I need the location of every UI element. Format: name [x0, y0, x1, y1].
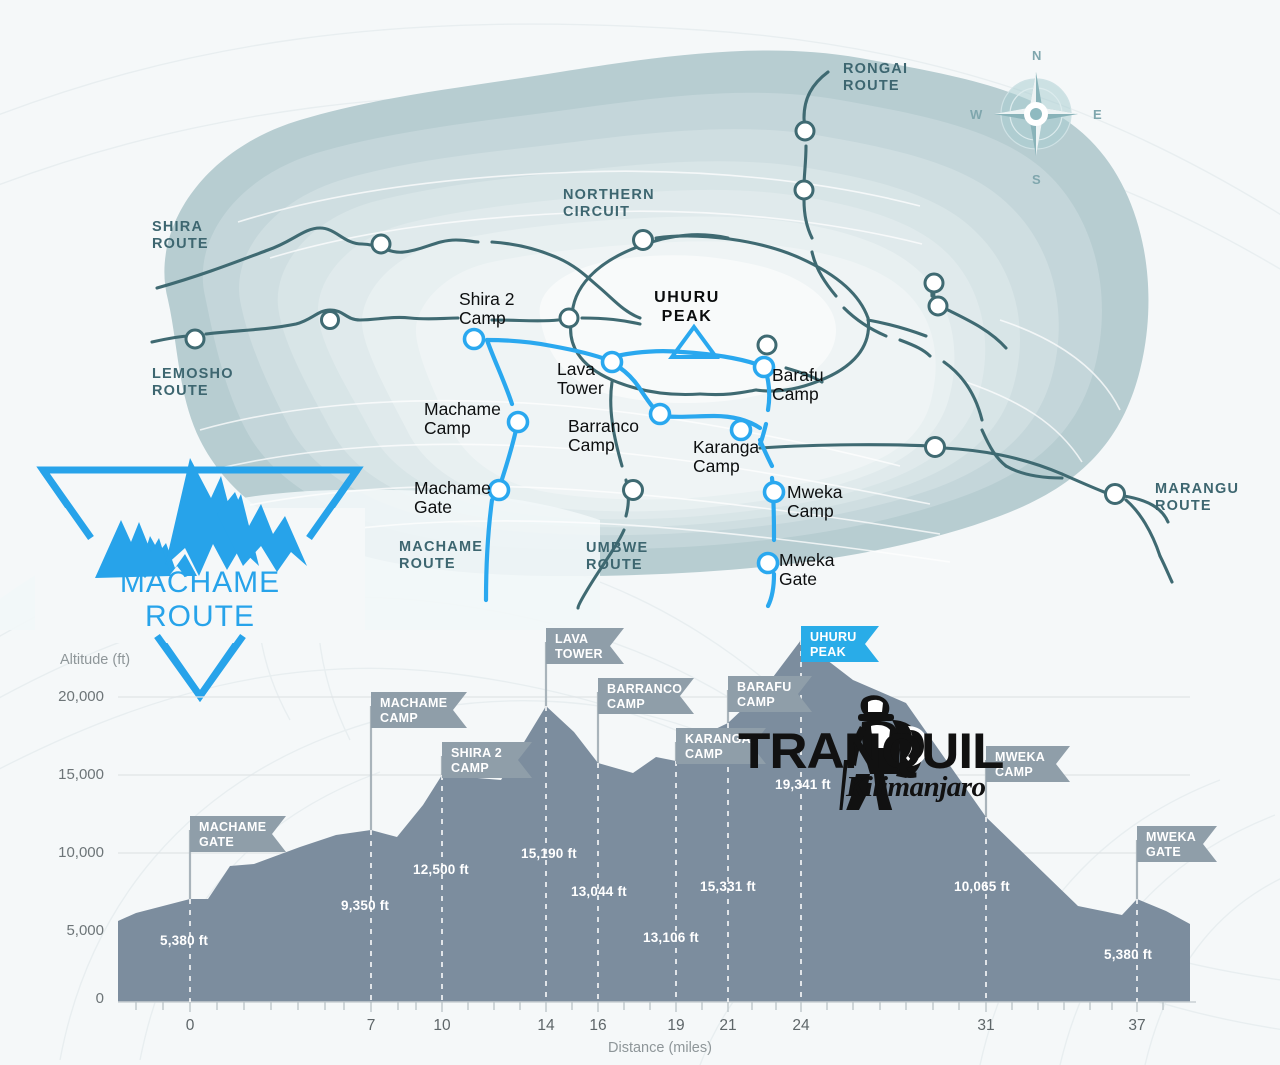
- chart-x-tick-0: 0: [185, 1017, 195, 1034]
- elevation-label-mweka-gate: 5,380 ft: [1104, 947, 1153, 962]
- chart-flag-uhuru-peak[interactable]: UHURU PEAK: [801, 626, 879, 662]
- watermark-brand-bottom: Kilimanjaro: [846, 771, 986, 803]
- map-camp-label-shira-2: Shira 2 Camp: [459, 289, 515, 328]
- chart-flag-label: MWEKA GATE: [1146, 830, 1197, 859]
- chart-x-tick-16: 16: [589, 1017, 607, 1034]
- map-route-nodes: [184, 120, 1126, 575]
- hiker-silhouette-icon: [839, 695, 928, 816]
- map-camp-label-mweka-camp: Mweka Camp: [787, 482, 843, 521]
- flag-shape: [728, 676, 812, 712]
- chart-flag-label: SHIRA 2 CAMP: [451, 746, 502, 775]
- flag-shape: [190, 816, 286, 852]
- map-camp-label-machame-camp: Machame Camp: [424, 399, 501, 438]
- chart-flag-karanga-camp[interactable]: KARANGA CAMP: [676, 728, 766, 764]
- compass-label-east: E: [1093, 107, 1102, 122]
- uhuru-peak-marker: [668, 323, 720, 359]
- chart-minor-ticks: [135, 1002, 1164, 1012]
- compass-label-west: W: [970, 107, 983, 122]
- chart-y-axis-title: Altitude (ft): [60, 652, 131, 668]
- flag-shape: [1137, 826, 1217, 862]
- chart-x-tick-19: 19: [667, 1017, 685, 1034]
- chart-flag-label: UHURU PEAK: [810, 630, 857, 659]
- elevation-label-barranco-camp: 13,044 ft: [571, 884, 627, 899]
- chart-x-tick-14: 14: [537, 1017, 555, 1034]
- chart-y-tick-20000: 20,000: [58, 688, 104, 705]
- flag-shape: [546, 628, 624, 664]
- elevation-label-uhuru-peak: 19,341 ft: [775, 777, 831, 792]
- flag-shape: [986, 746, 1070, 782]
- contour-lines: [199, 170, 1121, 563]
- chart-flag-label: MACHAME GATE: [199, 820, 267, 849]
- watermark-brand-top: TRANQUIL: [738, 723, 1004, 779]
- chart-flag-label: KARANGA CAMP: [685, 732, 751, 761]
- chart-y-tick-10000: 10,000: [58, 844, 104, 861]
- map-route-label-umbwe: UMBWE ROUTE: [586, 540, 649, 573]
- map-camp-label-machame-gate: Machame Gate: [414, 478, 491, 517]
- chart-flag-mweka-camp[interactable]: MWEKA CAMP: [986, 746, 1070, 782]
- map-camp-label-barafu-camp: Barafu Camp: [772, 365, 824, 404]
- chart-flag-label: MWEKA CAMP: [995, 750, 1046, 779]
- map-camp-label-lava-tower: Lava Tower: [557, 359, 604, 398]
- chart-flag-machame-gate[interactable]: MACHAME GATE: [190, 816, 286, 852]
- elevation-label-machame-gate: 5,380 ft: [160, 933, 209, 948]
- map-camp-label-karanga-camp: Karanga Camp: [693, 437, 760, 476]
- map-camp-label-mweka-gate: Mweka Gate: [779, 550, 835, 589]
- map-label-uhuru-peak: UHURU PEAK: [654, 289, 720, 325]
- elevation-label-mweka-camp: 10,065 ft: [954, 879, 1010, 894]
- flag-shape: [371, 692, 467, 728]
- chart-x-tick-21: 21: [719, 1017, 737, 1034]
- map-route-label-machame: MACHAME ROUTE: [399, 539, 484, 572]
- map-route-label-northern-circuit: NORTHERN CIRCUIT: [563, 187, 655, 220]
- flag-shape: [801, 626, 879, 662]
- chart-flag-shira-2-camp[interactable]: SHIRA 2 CAMP: [442, 742, 532, 778]
- map-camp-label-barranco-camp: Barranco Camp: [568, 416, 640, 455]
- chart-flag-label: BARRANCO CAMP: [607, 682, 683, 711]
- secondary-routes: [150, 70, 1174, 610]
- chart-flag-label: LAVA TOWER: [555, 632, 603, 661]
- chart-y-tick-0: 0: [95, 990, 104, 1007]
- compass-label-north: N: [1032, 48, 1042, 63]
- elevation-profile-chart: Altitude (ft) Distance (miles) 20,000 15…: [0, 626, 1280, 1065]
- machame-route-brand: MACHAME ROUTE: [35, 448, 365, 718]
- chart-y-tick-15000: 15,000: [58, 766, 104, 783]
- chart-waypoint-guides: [189, 640, 1138, 1002]
- compass-label-south: S: [1032, 172, 1041, 187]
- chart-flag-label: MACHAME CAMP: [380, 696, 448, 725]
- chart-flag-barafu-camp[interactable]: BARAFU CAMP: [728, 676, 812, 712]
- mountain-triangle-logo-icon: [35, 458, 365, 703]
- flag-shape: [598, 678, 694, 714]
- chart-x-tick-10: 10: [433, 1017, 451, 1034]
- elevation-label-karanga-camp: 13,106 ft: [643, 930, 699, 945]
- chart-x-tick-37: 37: [1128, 1017, 1146, 1034]
- flag-shape: [442, 742, 532, 778]
- tranquil-kilimanjaro-watermark: TRANQUIL Kilimanjaro: [738, 690, 1028, 816]
- map-route-label-shira: SHIRA ROUTE: [152, 219, 209, 252]
- elevation-area-fill: [118, 640, 1190, 1002]
- elevation-label-lava-tower: 15,190 ft: [521, 846, 577, 861]
- brand-title: MACHAME ROUTE: [119, 566, 281, 633]
- elevation-label-machame-camp: 9,350 ft: [341, 898, 390, 913]
- elevation-label-barafu-camp: 15,331 ft: [700, 879, 756, 894]
- chart-flag-lava-tower[interactable]: LAVA TOWER: [546, 628, 624, 664]
- chart-x-tick-7: 7: [366, 1017, 376, 1034]
- chart-flag-barranco-camp[interactable]: BARRANCO CAMP: [598, 678, 694, 714]
- chart-flag-machame-camp[interactable]: MACHAME CAMP: [371, 692, 467, 728]
- chart-x-axis-title: Distance (miles): [608, 1040, 712, 1056]
- chart-flag-label: BARAFU CAMP: [737, 680, 792, 709]
- chart-x-tick-31: 31: [977, 1017, 995, 1034]
- map-route-label-rongai: RONGAI ROUTE: [843, 61, 909, 94]
- chart-y-tick-5000: 5,000: [66, 922, 104, 939]
- flag-shape: [676, 728, 766, 764]
- map-route-label-marangu: MARANGU ROUTE: [1155, 481, 1240, 514]
- chart-flag-mweka-gate[interactable]: MWEKA GATE: [1137, 826, 1217, 862]
- elevation-label-shira-2-camp: 12,500 ft: [413, 862, 469, 877]
- compass-rose-icon: [994, 72, 1078, 156]
- map-route-label-lemosho: LEMOSHO ROUTE: [152, 366, 234, 399]
- chart-x-tick-24: 24: [792, 1017, 810, 1034]
